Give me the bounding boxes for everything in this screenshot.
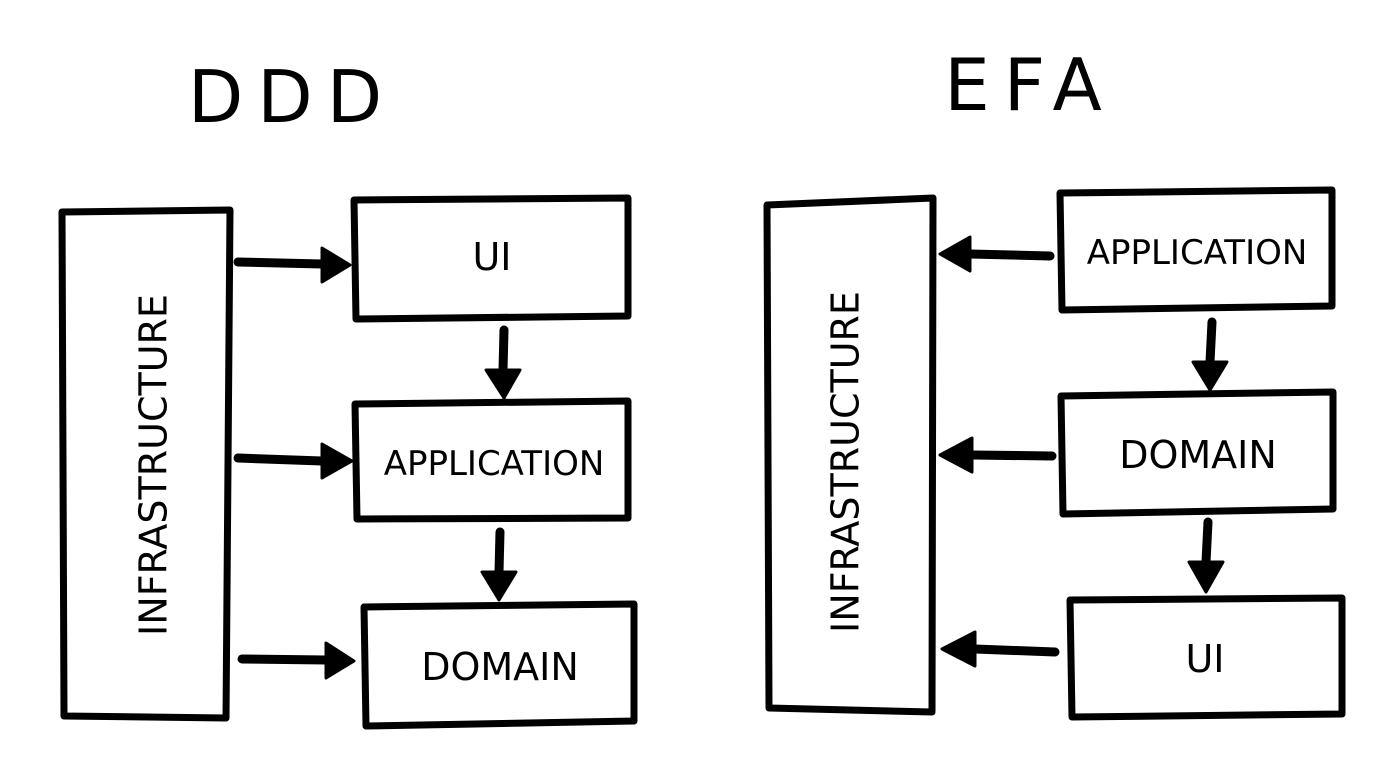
ddd-ui-box: UI	[350, 194, 632, 323]
ddd-arrow-infra-to-ui	[233, 246, 352, 284]
ddd-application-box: APPLICATION	[351, 397, 632, 523]
ddd-infrastructure-box: INFRASTRUCTURE	[58, 206, 234, 722]
ddd-arrow-application-to-domain	[480, 527, 518, 602]
efa-arrow-domain-to-infra	[938, 436, 1057, 474]
ddd-arrow-infra-to-application	[233, 442, 354, 480]
efa-title: EFA	[944, 43, 1116, 127]
ddd-title: DDD	[188, 55, 396, 139]
efa-application-label: APPLICATION	[1087, 233, 1308, 273]
efa-infrastructure-box: INFRASTRUCTURE	[763, 194, 937, 716]
efa-domain-box: DOMAIN	[1057, 388, 1337, 518]
ddd-domain-box: DOMAIN	[360, 600, 638, 730]
ddd-arrow-infra-to-domain	[237, 641, 356, 680]
efa-ui-label: UI	[1185, 637, 1224, 681]
efa-application-box: APPLICATION	[1056, 186, 1336, 314]
efa-arrow-application-to-infra	[938, 235, 1055, 273]
ddd-infrastructure-label: INFRASTRUCTURE	[132, 294, 176, 636]
ddd-domain-label: DOMAIN	[421, 645, 579, 689]
efa-arrow-domain-to-ui	[1187, 517, 1225, 594]
ddd-arrow-ui-to-application	[484, 325, 522, 400]
efa-arrow-ui-to-infra	[940, 630, 1060, 668]
ddd-diagram: DDD INFRASTRUCTURE UI APPLICATION DOMAIN	[58, 55, 638, 730]
efa-ui-box: UI	[1066, 594, 1346, 721]
efa-domain-label: DOMAIN	[1119, 433, 1277, 477]
ddd-ui-label: UI	[472, 235, 511, 279]
efa-infrastructure-label: INFRASTRUCTURE	[824, 291, 868, 633]
ddd-application-label: APPLICATION	[384, 444, 605, 484]
efa-arrow-application-to-domain	[1191, 317, 1229, 392]
efa-diagram: EFA INFRASTRUCTURE APPLICATION DOMAIN UI	[763, 43, 1346, 721]
